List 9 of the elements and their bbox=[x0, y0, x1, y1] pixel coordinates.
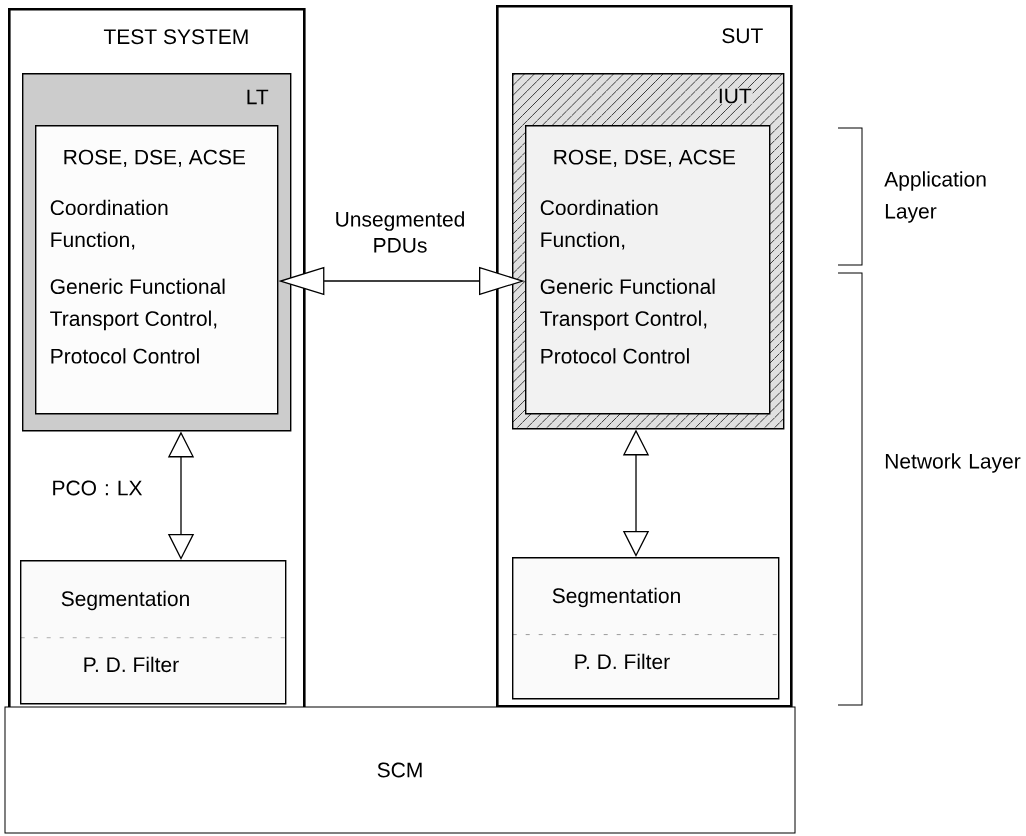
edge-label: Unsegmented PDUs bbox=[336, 211, 464, 253]
function-box: ROSE, DSE, ACSE Coordination Function, Generic Functional Transport Control, Protocol Control bbox=[35, 125, 279, 415]
edge-label: PCO : LX bbox=[53, 480, 143, 496]
layer-box: Segmentation P. D. Filter bbox=[512, 557, 780, 700]
layer-box: Segmentation P. D. Filter bbox=[20, 560, 287, 705]
layer-label: Network Layer bbox=[885, 453, 1021, 473]
management-box: SCM bbox=[4, 706, 796, 834]
layer-label: Application Layer bbox=[884, 171, 986, 223]
function-box: ROSE, DSE, ACSE Coordination Function, Generic Functional Transport Control, Protocol Control bbox=[525, 125, 771, 415]
